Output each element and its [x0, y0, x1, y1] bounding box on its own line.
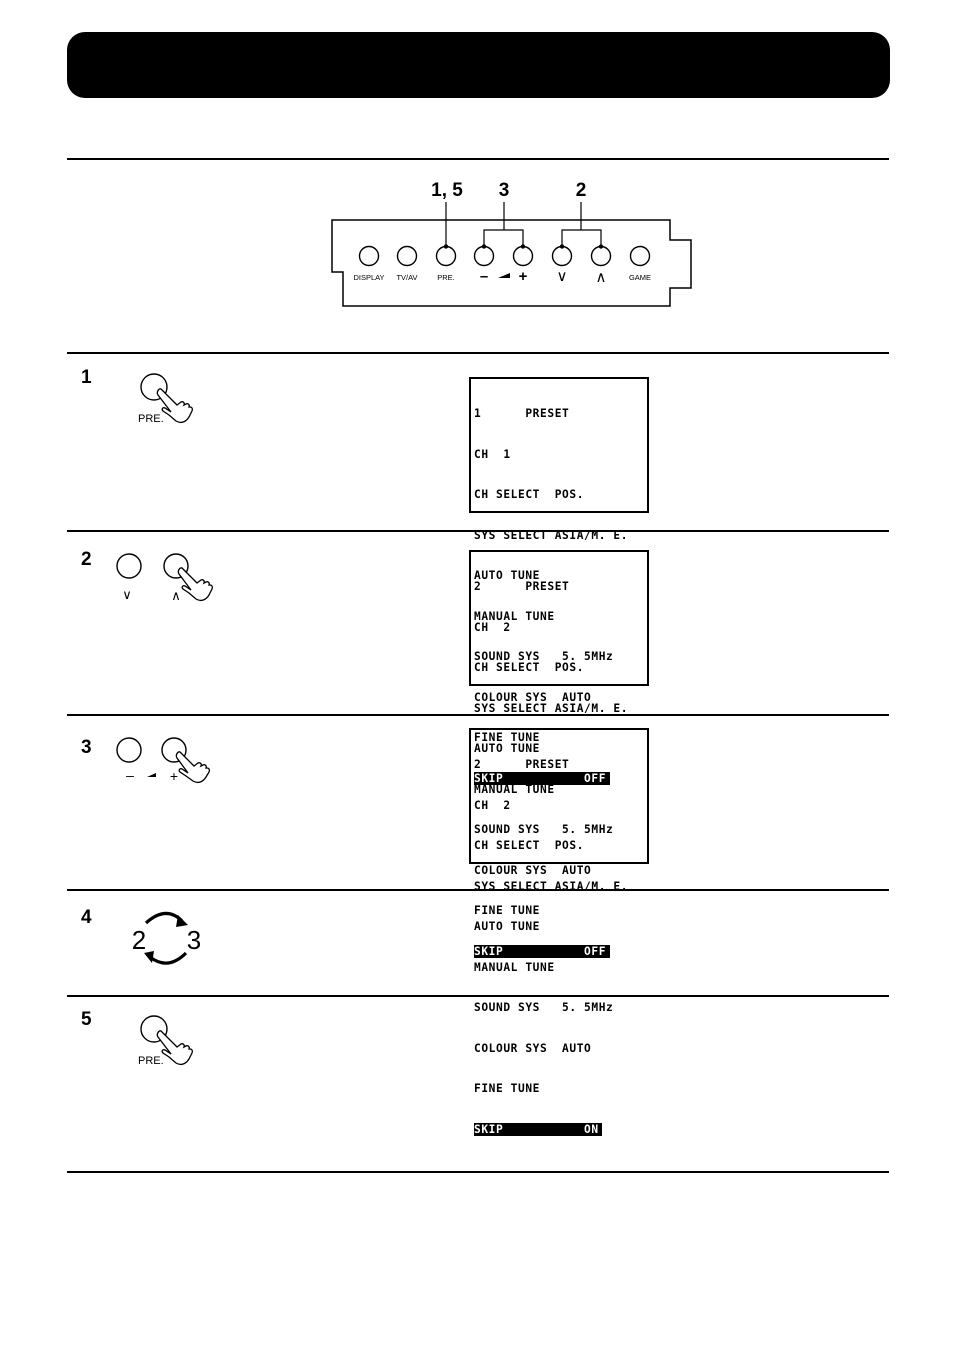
osd-line: SYS SELECT ASIA/M. E. — [474, 879, 629, 893]
divider — [67, 995, 889, 997]
volume-down-dot — [481, 244, 487, 249]
cycle-step-left: 2 — [132, 925, 146, 955]
channel-down-label: ∨ — [557, 268, 568, 285]
section-title-bar — [67, 32, 890, 98]
osd-highlight-row: SKIP OFF — [474, 944, 610, 958]
hand-pointer-icon — [175, 751, 211, 784]
osd-line: FINE TUNE — [474, 904, 541, 917]
divider — [67, 889, 889, 891]
osd-line: COLOUR SYS AUTO — [474, 863, 592, 877]
step-number: 1 — [81, 367, 92, 388]
tv-av-label: TV/AV — [396, 273, 417, 282]
volume-plus-label: + — [519, 268, 528, 285]
osd-line: AUTO TUNE — [474, 920, 541, 933]
volume-wedge-icon — [147, 773, 156, 777]
step-number: 4 — [81, 907, 92, 928]
osd-line: CH 2 — [474, 798, 511, 812]
step-number: 5 — [81, 1009, 92, 1030]
pre-icon-label: PRE. — [138, 413, 164, 425]
channel-down-label: ∨ — [122, 587, 132, 602]
pre-press-icon: PRE. — [138, 373, 194, 425]
pre-icon-label: PRE. — [138, 1055, 164, 1067]
display-button[interactable] — [358, 245, 380, 267]
volume-up-button[interactable] — [512, 245, 534, 267]
osd-line: MANUAL TUNE — [474, 609, 555, 623]
volume-down-button[interactable] — [473, 245, 495, 267]
callout-leader-lines — [445, 202, 602, 246]
channel-down-button[interactable] — [551, 245, 573, 267]
pre-button-dot — [443, 244, 449, 249]
cycle-arrow-top — [144, 911, 184, 925]
osd-line: FINE TUNE — [474, 1082, 541, 1095]
pre-press-icon: PRE. — [138, 1015, 194, 1067]
hand-pointer-icon — [156, 388, 194, 424]
osd-line: COLOUR SYS AUTO — [474, 1041, 592, 1055]
osd-line: AUTO TUNE — [474, 742, 541, 755]
osd-screen-step1: 1 PRESET CH 1 CH SELECT POS. SYS SELECT … — [469, 377, 649, 785]
osd-line: SOUND SYS 5. 5MHz — [474, 1001, 614, 1014]
panel-outline — [331, 219, 692, 307]
volume-plus-label: + — [170, 768, 178, 784]
divider — [67, 714, 889, 716]
osd-screen-step3: 2 PRESET CH 2 CH SELECT POS. SYS SELECT … — [469, 728, 649, 1136]
volume-minus-label: – — [126, 767, 134, 783]
channel-down-dot — [559, 244, 565, 249]
channel-up-button[interactable] — [590, 245, 612, 267]
game-button[interactable] — [629, 245, 651, 267]
volume-press-icon: – + — [116, 737, 211, 784]
repeat-cycle-icon: 2 3 — [132, 911, 201, 965]
divider — [67, 530, 889, 532]
osd-highlight-row: SKIP ON — [474, 1122, 602, 1136]
display-label: DISPLAY — [353, 273, 384, 282]
pre-button[interactable] — [435, 245, 457, 267]
osd-line: CH SELECT POS. — [474, 488, 585, 501]
osd-line: SYS SELECT ASIA/M. E. — [474, 701, 629, 715]
osd-screen-step2: 2 PRESET CH 2 CH SELECT POS. SYS SELECT … — [469, 550, 649, 958]
divider — [67, 352, 889, 354]
hand-pointer-icon — [177, 567, 214, 602]
osd-line: CH SELECT POS. — [474, 839, 585, 852]
osd-line: SOUND SYS 5. 5MHz — [474, 823, 614, 836]
callout-channel: 2 — [576, 180, 587, 201]
game-label: GAME — [629, 273, 651, 282]
step-number: 2 — [81, 549, 92, 570]
osd-line: FINE TUNE — [474, 731, 541, 744]
channel-press-icon: ∨ ∧ — [116, 553, 214, 603]
tv-av-button[interactable] — [396, 245, 418, 267]
channel-up-label: ∧ — [171, 588, 181, 603]
volume-up-dot — [520, 244, 526, 249]
channel-up-dot — [598, 244, 604, 249]
osd-line: CH 2 — [474, 620, 511, 634]
cycle-step-right: 3 — [187, 925, 201, 955]
osd-line: COLOUR SYS AUTO — [474, 690, 592, 704]
volume-wedge-icon — [498, 273, 510, 278]
osd-line: AUTO TUNE — [474, 569, 541, 582]
cycle-arrow-bottom — [149, 951, 188, 965]
hand-pointer-icon — [156, 1030, 194, 1066]
osd-line: CH SELECT POS. — [474, 661, 585, 674]
volume-minus-label: – — [480, 268, 488, 285]
pre-label: PRE. — [437, 273, 455, 282]
channel-up-label: ∧ — [596, 269, 607, 286]
osd-line: 1 PRESET — [474, 407, 570, 420]
osd-line: CH 1 — [474, 447, 511, 461]
osd-line: 2 PRESET — [474, 580, 570, 593]
osd-line: SYS SELECT ASIA/M. E. — [474, 528, 629, 542]
front-panel-diagram: 1, 5 3 2 DISPLAY TV/AV PRE. – + ∨ ∧ GAME — [331, 180, 692, 307]
step-number: 3 — [81, 737, 92, 758]
divider — [67, 158, 889, 160]
callout-volume: 3 — [499, 180, 510, 201]
osd-highlight-row: SKIP OFF — [474, 771, 610, 785]
osd-line: MANUAL TUNE — [474, 782, 555, 796]
callout-pre: 1, 5 — [431, 180, 463, 201]
osd-line: SOUND SYS 5. 5MHz — [474, 650, 614, 663]
divider — [67, 1171, 889, 1173]
osd-line: 2 PRESET — [474, 758, 570, 771]
osd-line: MANUAL TUNE — [474, 960, 555, 974]
